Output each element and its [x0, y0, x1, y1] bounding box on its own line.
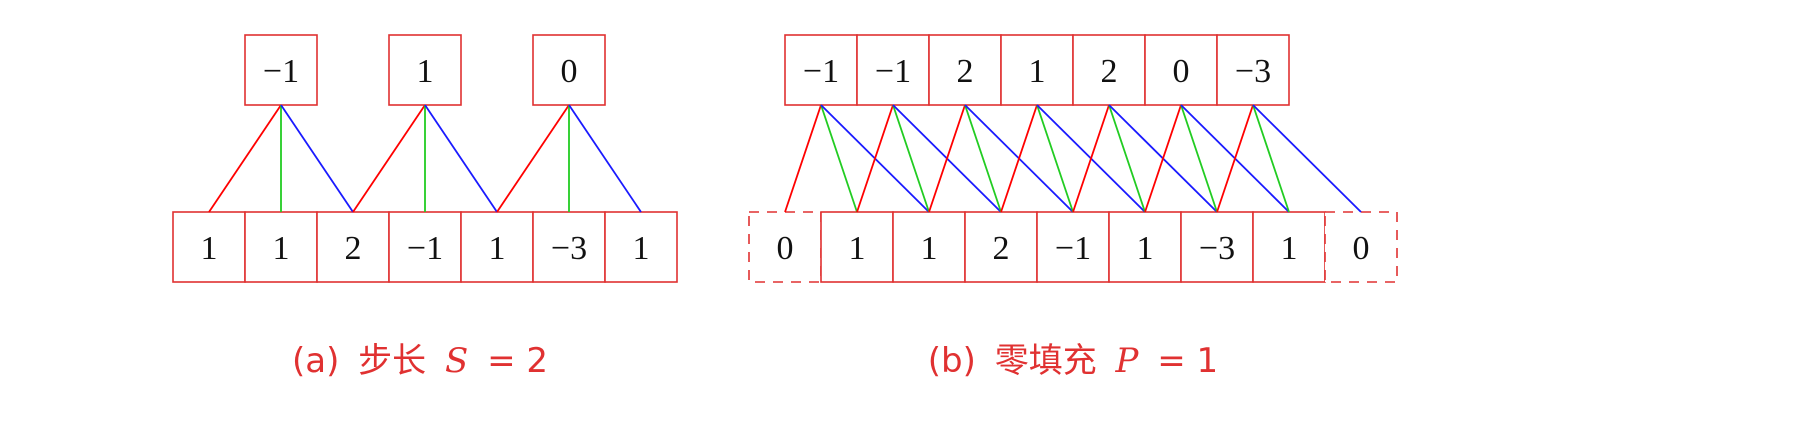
panel-b-input-value-7: 1: [1281, 230, 1298, 267]
panel-b-output-value-4: 2: [1101, 53, 1118, 90]
panel-b-input-value-1: 1: [849, 230, 866, 267]
panel-b-edge-center-4: [1108, 104, 1146, 213]
panel-b-edge-left-2: [928, 104, 966, 213]
caption-b: (b) 零填充 P = 1: [928, 341, 1218, 381]
panel-a-output-value-0: −1: [263, 53, 299, 90]
panel-b-edge-center-1: [892, 104, 930, 213]
panel-b-output-value-0: −1: [803, 53, 839, 90]
panel-a-input-cell-0: [172, 211, 246, 283]
panel-a-edge-right-1: [424, 104, 498, 213]
panel-a-output-cell-0: [244, 34, 318, 106]
panel-b-input-cell-5: [1108, 211, 1182, 283]
panel-a-output-value-1: 1: [417, 53, 434, 90]
panel-a-edge-right-2: [568, 104, 642, 213]
panel-b-edge-left-5: [1144, 104, 1182, 213]
panel-a-input-value-5: −3: [551, 230, 587, 267]
panel-b-edge-center-2: [964, 104, 1002, 213]
caption-b-text: 零填充: [995, 341, 1097, 381]
panel-a-input-value-2: 2: [345, 230, 362, 267]
panel-b-edge-center-5: [1180, 104, 1218, 213]
panel-a-edge-left-1: [352, 104, 426, 213]
panel-b-input-value-8: 0: [1353, 230, 1370, 267]
panel-b-edge-left-3: [1000, 104, 1038, 213]
panel-b-output-value-2: 2: [957, 53, 974, 90]
panel-b-edge-left-0: [784, 104, 822, 213]
panel-b-edge-left-1: [856, 104, 894, 213]
panel-b-input-cell-4: [1036, 211, 1110, 283]
panel-a-output-cell-2: [532, 34, 606, 106]
panel-b-input-value-2: 1: [921, 230, 938, 267]
panel-a-output-value-2: 0: [561, 53, 578, 90]
panel-a-input-cell-6: [604, 211, 678, 283]
panel-a-input-value-6: 1: [633, 230, 650, 267]
panel-b-output-value-6: −3: [1235, 53, 1271, 90]
caption-a-eq: = 2: [487, 341, 548, 381]
caption-a: (a) 步长 S = 2: [292, 341, 548, 381]
panel-b-edge-left-4: [1072, 104, 1110, 213]
caption-a-text: 步长: [358, 341, 426, 381]
panel-a-input-value-4: 1: [489, 230, 506, 267]
panel-b-input-value-4: −1: [1055, 230, 1091, 267]
panel-b-output-cell-6: [1216, 34, 1290, 106]
panel-a-edge-left-0: [208, 104, 282, 213]
caption-a-label: (a): [292, 341, 339, 381]
caption-b-var: P: [1115, 341, 1140, 381]
panel-a-input-cell-4: [460, 211, 534, 283]
panel-b-input-value-0: 0: [777, 230, 794, 267]
caption-b-eq: = 1: [1157, 341, 1218, 381]
panel-a-stride: 1 1 2 −1 1 −3 1 −1 1 0: [172, 34, 678, 283]
panel-b-input-cell-3: [964, 211, 1038, 283]
panel-a-edge-left-2: [496, 104, 570, 213]
caption-b-label: (b): [928, 341, 976, 381]
panel-a-input-value-3: −1: [407, 230, 443, 267]
panel-b-output-value-5: 0: [1173, 53, 1190, 90]
panel-a-input-cell-5: [532, 211, 606, 283]
panel-a-input-value-0: 1: [201, 230, 218, 267]
panel-b-output-value-1: −1: [875, 53, 911, 90]
panel-a-edge-right-0: [280, 104, 354, 213]
panel-b-edge-center-0: [820, 104, 858, 213]
panel-b-input-value-5: 1: [1137, 230, 1154, 267]
panel-b-edge-right-6: [1252, 104, 1362, 213]
panel-b-input-cell-6: [1180, 211, 1254, 283]
panel-b-output-value-3: 1: [1029, 53, 1046, 90]
panel-b-edge-center-6: [1252, 104, 1290, 213]
panel-b-output-cell-4: [1072, 34, 1146, 106]
panel-b-edge-left-6: [1216, 104, 1254, 213]
panel-b-input-cell-1: [820, 211, 894, 283]
panel-b-zero-padding: 0 1 1 2 −1 1 −3 1 0 −1 −1 2 1 2 0 −3: [748, 34, 1398, 283]
panel-b-input-value-3: 2: [993, 230, 1010, 267]
panel-a-input-value-1: 1: [273, 230, 290, 267]
panel-b-edge-center-3: [1036, 104, 1074, 213]
panel-a-input-cell-1: [244, 211, 318, 283]
caption-a-var: S: [445, 341, 468, 381]
panel-b-input-value-6: −3: [1199, 230, 1235, 267]
